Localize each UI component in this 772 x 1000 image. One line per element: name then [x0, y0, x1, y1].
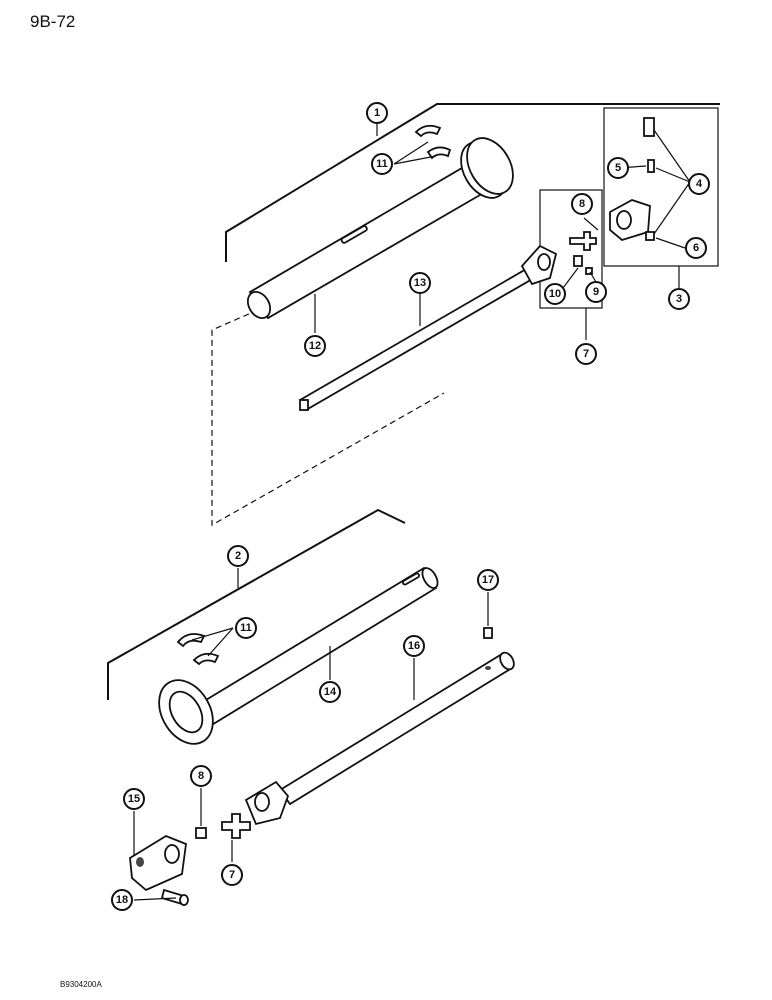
end-yoke	[129, 834, 187, 892]
document-code: B9304200A	[60, 980, 102, 989]
shaft-yoke	[520, 244, 558, 286]
outer-tube-upper	[246, 137, 514, 320]
callout-7-lower-label: 7	[229, 869, 235, 881]
callout-2: 2	[227, 545, 249, 567]
callout-15-label: 15	[128, 793, 140, 805]
callout-11-lower-label: 11	[240, 622, 252, 634]
callout-10: 10	[544, 283, 566, 305]
callout-13-label: 13	[414, 277, 426, 289]
callout-17: 17	[477, 569, 499, 591]
roll-pin	[160, 888, 189, 906]
callout-5-label: 5	[615, 162, 621, 174]
outer-tube-lower	[158, 566, 439, 745]
grease-fitting	[483, 627, 493, 639]
callout-16-label: 16	[408, 640, 420, 652]
callout-12: 12	[304, 335, 326, 357]
callout-4: 4	[688, 173, 710, 195]
callout-18: 18	[111, 889, 133, 911]
callout-2-label: 2	[235, 550, 241, 562]
callout-7-lower: 7	[221, 864, 243, 886]
callout-8-lower-label: 8	[198, 770, 204, 782]
yoke-kit-part	[609, 117, 655, 242]
inner-tube-lower	[244, 651, 515, 826]
assembly-bracket-upper	[225, 103, 720, 262]
callout-8-upper-label: 8	[579, 198, 585, 210]
callout-11-lower: 11	[235, 617, 257, 639]
callout-14-label: 14	[324, 686, 337, 698]
callout-1: 1	[366, 102, 388, 124]
callout-3-label: 3	[676, 293, 682, 305]
callout-14: 14	[319, 681, 341, 703]
callout-11-upper-label: 11	[376, 158, 388, 170]
callout-7-upper: 7	[575, 343, 597, 365]
callout-8-lower: 8	[190, 765, 212, 787]
alignment-guide	[211, 309, 445, 527]
cross-bearing-upper	[569, 231, 597, 275]
callout-7-upper-label: 7	[583, 348, 589, 360]
callout-15: 15	[123, 788, 145, 810]
callout-16: 16	[403, 635, 425, 657]
cross-bearing-lower	[195, 813, 251, 839]
callout-4-label: 4	[696, 178, 703, 190]
callout-13: 13	[409, 272, 431, 294]
callout-10-label: 10	[549, 288, 561, 300]
callout-8-upper: 8	[571, 193, 593, 215]
retaining-clips-upper	[414, 124, 452, 160]
callout-11-upper: 11	[371, 153, 393, 175]
callout-12-label: 12	[309, 340, 321, 352]
callout-6: 6	[685, 237, 707, 259]
retaining-clips-lower	[176, 633, 220, 666]
callout-1-label: 1	[374, 107, 380, 119]
leader-lines	[133, 124, 691, 901]
callout-17-label: 17	[482, 574, 494, 586]
callout-5: 5	[607, 157, 629, 179]
callout-6-label: 6	[693, 242, 699, 254]
callout-9: 9	[585, 281, 607, 303]
cross-kit-box	[603, 107, 719, 267]
assembly-bracket-lower	[107, 508, 406, 700]
callout-3: 3	[668, 288, 690, 310]
callout-9-label: 9	[593, 286, 599, 298]
page-id: 9B-72	[30, 12, 76, 31]
callout-18-label: 18	[116, 894, 128, 906]
